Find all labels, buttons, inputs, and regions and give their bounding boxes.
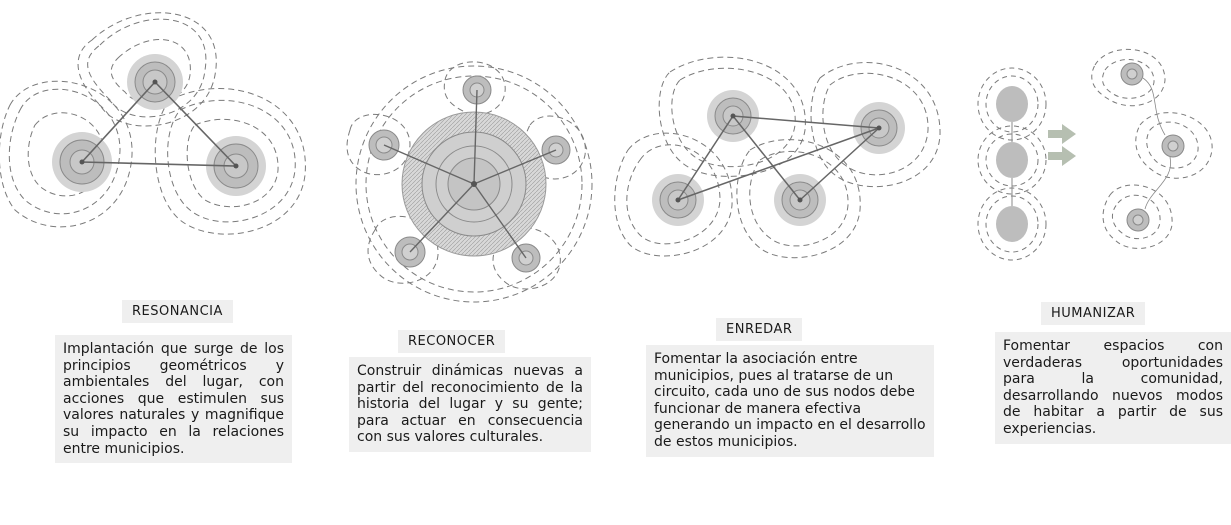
title-enredar: ENREDAR — [716, 318, 803, 341]
description-resonancia: Implantación que surge de los principios… — [55, 335, 292, 464]
enredar-diagram — [614, 56, 941, 259]
humanizar-nodes — [996, 62, 1185, 242]
resonancia-diagram — [0, 12, 306, 235]
title-resonancia: RESONANCIA — [122, 300, 233, 323]
reconocer-nodes — [368, 75, 571, 273]
description-humanizar: Fomentar espacios con verdaderas oportun… — [995, 332, 1231, 444]
enredar-nodes — [652, 90, 905, 226]
description-reconocer: Construir dinámicas nuevas a partir del … — [349, 357, 591, 452]
title-humanizar: HUMANIZAR — [1041, 302, 1146, 325]
transform-arrow-icon — [1048, 124, 1076, 166]
concept-diagrams — [0, 12, 1213, 303]
description-enredar: Fomentar la asociación entre municipios,… — [646, 345, 934, 457]
resonancia-nodes — [52, 54, 266, 196]
title-reconocer: RECONOCER — [398, 330, 506, 353]
